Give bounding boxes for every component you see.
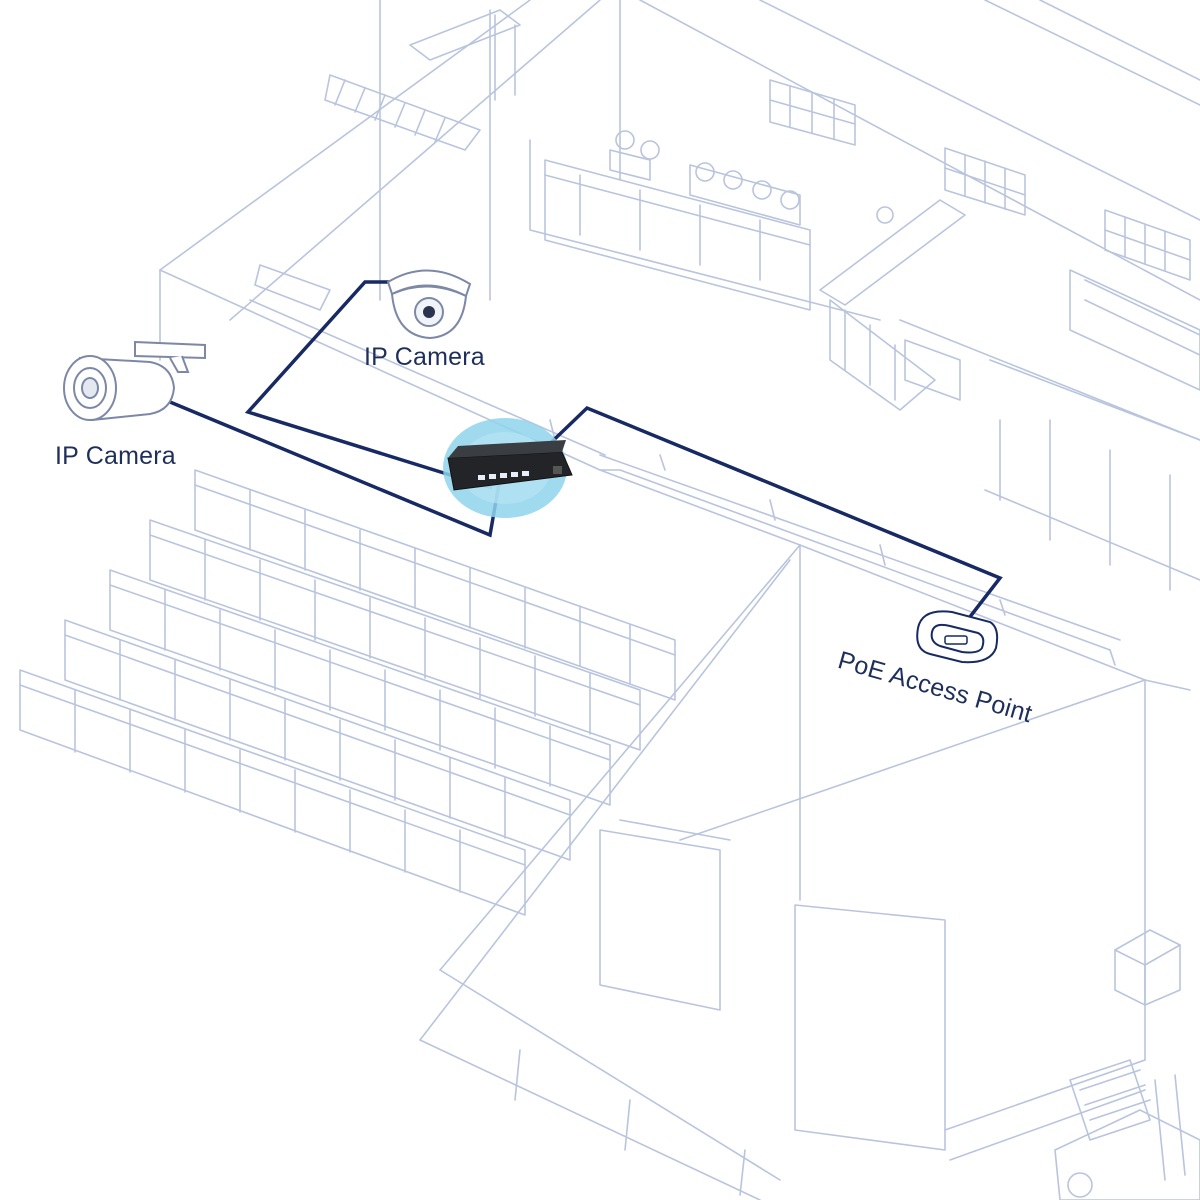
access-point-icon	[916, 610, 999, 664]
bullet-camera-icon	[63, 340, 206, 422]
production-line	[254, 9, 1200, 411]
building-walls	[159, 0, 1200, 1200]
dome-camera-label: IP Camera	[364, 343, 485, 371]
storage-crates	[19, 469, 676, 916]
forklift	[1054, 1059, 1200, 1200]
network-switch-icon	[443, 418, 573, 518]
loose-box	[1114, 929, 1181, 1006]
cable-switch-to-dome-camera	[244, 280, 493, 490]
dome-camera-icon	[386, 269, 472, 340]
cable-switch-to-access-point	[510, 405, 1003, 624]
windows	[769, 79, 1191, 281]
bullet-camera-label: IP Camera	[55, 442, 176, 470]
network-cables	[169, 280, 1003, 624]
